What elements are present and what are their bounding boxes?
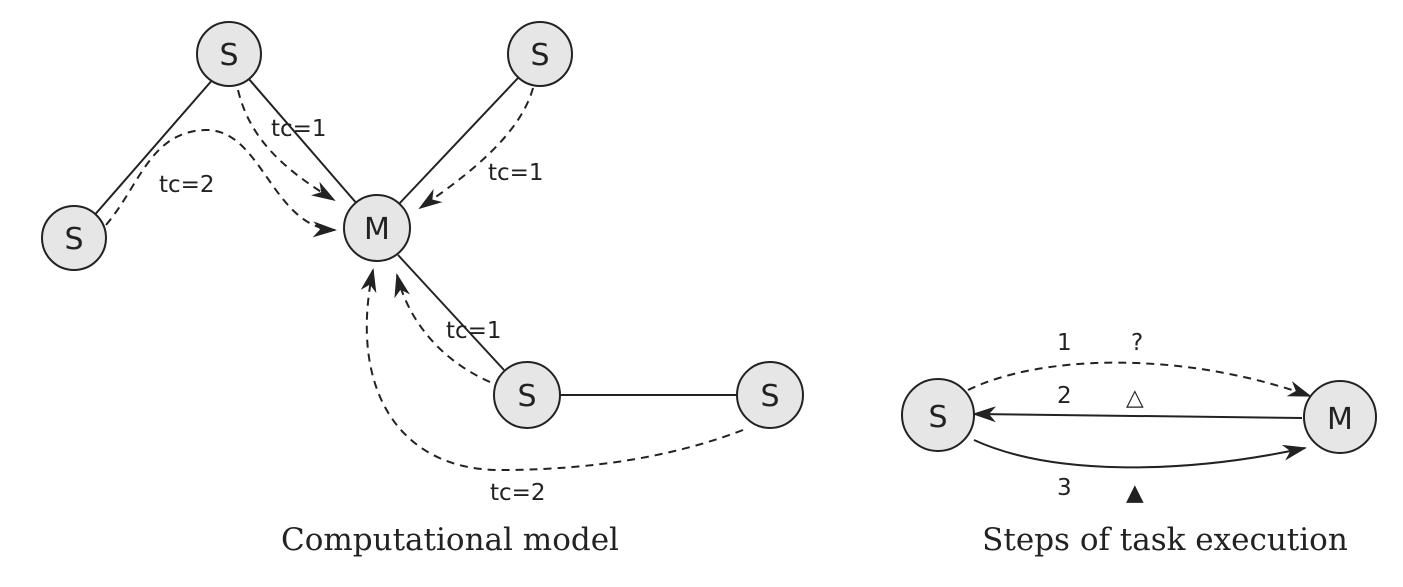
edge-top-left-to-master — [247, 77, 359, 206]
node-label: S — [530, 38, 549, 73]
slave-node-steps: S — [901, 378, 975, 452]
flow-bottom-tc1 — [394, 273, 491, 383]
flow-far-tc2 — [360, 268, 744, 472]
tc-label-top-right: tc=1 — [488, 160, 544, 186]
node-label: S — [928, 400, 947, 435]
tc-label-left: tc=2 — [159, 172, 215, 198]
edge-top-right-to-master — [397, 77, 519, 206]
step-3-arrow — [973, 439, 1307, 469]
edge-top-left-to-left — [91, 77, 215, 219]
flow-left-tc2 — [105, 128, 337, 238]
edge-master-to-bottom — [397, 254, 505, 371]
node-label: S — [64, 222, 83, 257]
computational-model-panel: S S S M S S tc=1 tc=2 tc=1 tc=1 tc=2 Com… — [41, 21, 804, 558]
tc-label-top-left: tc=1 — [271, 116, 327, 142]
node-label: M — [1327, 402, 1353, 437]
node-label: S — [219, 38, 238, 73]
step-2-symbol: △ — [1126, 385, 1144, 411]
step-1-arrow — [967, 361, 1312, 397]
node-label: S — [517, 379, 536, 414]
node-label: S — [760, 379, 779, 414]
computational-model-caption: Computational model — [281, 522, 619, 558]
slave-node-left: S — [41, 205, 107, 271]
step-1-symbol: ? — [1131, 330, 1143, 356]
tc-label-bottom: tc=1 — [446, 318, 502, 344]
flow-top-right-tc1 — [418, 87, 534, 210]
slave-node-top-right: S — [507, 21, 573, 87]
master-node: M — [343, 194, 411, 262]
tc-label-far: tc=2 — [490, 480, 546, 506]
step-2-number: 2 — [1057, 383, 1072, 409]
step-2-arrow — [972, 406, 1303, 423]
task-execution-panel: S M 1 ? 2 △ 3 ▲ Steps of task execution — [901, 330, 1377, 558]
slave-node-bottom-right: S — [736, 361, 804, 429]
task-execution-caption: Steps of task execution — [982, 522, 1348, 558]
step-1-number: 1 — [1057, 330, 1072, 356]
node-label: M — [364, 212, 390, 247]
flow-top-left-tc1 — [237, 89, 336, 202]
slave-node-bottom: S — [493, 361, 561, 429]
step-3-number: 3 — [1057, 475, 1072, 501]
step-3-symbol: ▲ — [1126, 480, 1144, 506]
slave-node-top-left: S — [196, 21, 262, 87]
master-node-steps: M — [1303, 380, 1377, 454]
